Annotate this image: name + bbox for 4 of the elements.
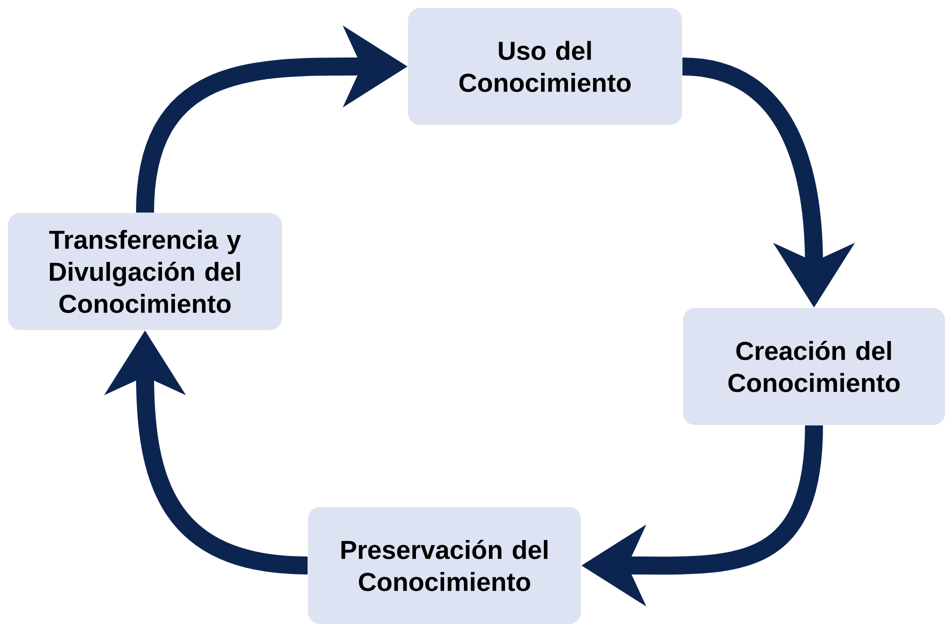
process-box: Creación del Conocimiento [683, 308, 945, 425]
process-box: Uso del Conocimiento [408, 8, 682, 125]
process-box: Preservación del Conocimiento [308, 507, 581, 624]
process-box: Transferencia y Divulgación del Conocimiento [8, 213, 282, 330]
